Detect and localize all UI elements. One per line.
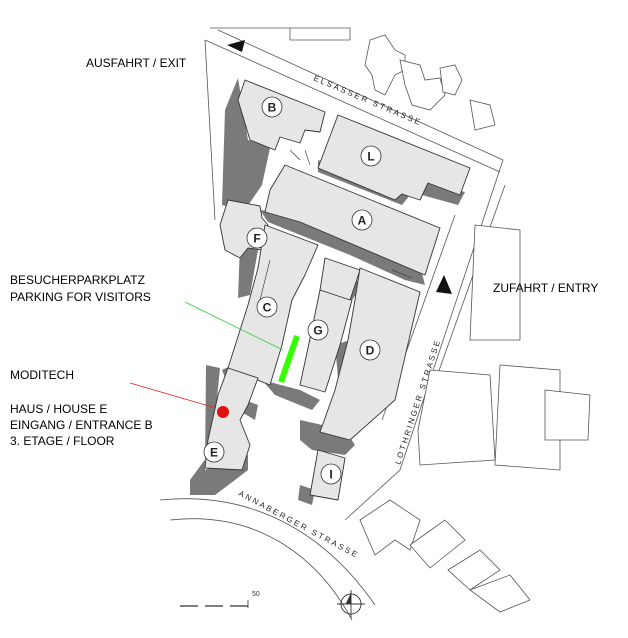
visitor-parking-marker <box>278 335 300 383</box>
svg-text:F: F <box>253 232 260 246</box>
building-labels: B L A F C G D E <box>203 96 382 485</box>
building-label-d: D <box>359 339 381 361</box>
entry-label: ZUFAHRT / ENTRY <box>493 281 599 295</box>
scale-bar <box>180 600 249 608</box>
svg-text:D: D <box>366 344 375 358</box>
building-g <box>299 289 353 393</box>
moditech-leader <box>129 382 217 409</box>
building-label-e: E <box>203 441 225 463</box>
svg-text:A: A <box>358 214 367 228</box>
svg-text:L: L <box>367 150 374 164</box>
entry-arrow-icon <box>436 275 452 294</box>
visitor-parking-label-en: PARKING FOR VISITORS <box>10 290 151 304</box>
exit-label: AUSFAHRT / EXIT <box>86 56 187 70</box>
exit-arrow-icon <box>227 40 245 52</box>
surrounding-buildings <box>210 27 591 613</box>
floor-label: 3. ETAGE / FLOOR <box>10 434 115 448</box>
building-l <box>317 114 471 201</box>
house-label: HAUS / HOUSE E <box>10 402 108 416</box>
company-label: MODITECH <box>10 368 74 382</box>
building-label-l: L <box>360 145 382 167</box>
building-label-f: F <box>246 227 268 249</box>
visitor-parking-leader <box>184 301 284 351</box>
building-label-i: I <box>320 463 342 485</box>
building-b <box>237 79 326 151</box>
street-lines <box>159 29 506 621</box>
building-label-g: G <box>307 319 329 341</box>
scale-label: 50 <box>252 591 260 598</box>
svg-text:B: B <box>268 101 277 115</box>
north-compass-icon <box>337 590 365 618</box>
building-label-c: C <box>256 296 278 318</box>
building-label-a: A <box>351 209 373 231</box>
svg-text:E: E <box>210 446 218 460</box>
svg-text:G: G <box>313 324 322 338</box>
moditech-location-marker <box>217 406 229 418</box>
building-label-b: B <box>261 96 283 118</box>
entrance-label: EINGANG / ENTRANCE B <box>10 418 153 432</box>
building-details <box>259 149 413 301</box>
svg-text:I: I <box>329 468 332 482</box>
visitor-parking-label-de: BESUCHERPARKPLATZ <box>10 273 145 287</box>
svg-text:C: C <box>263 301 272 315</box>
